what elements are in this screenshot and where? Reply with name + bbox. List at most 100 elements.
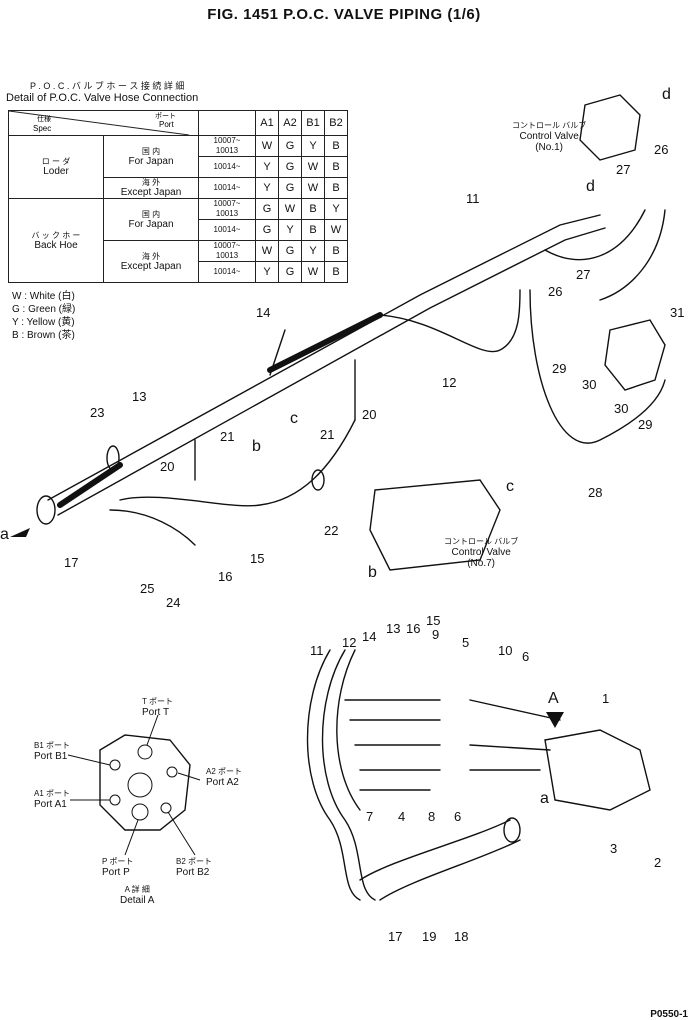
callout-2-lower: 2 xyxy=(654,855,662,870)
port-center xyxy=(127,772,153,798)
callout-19-lower: 19 xyxy=(422,929,437,944)
control-valve-block xyxy=(604,319,666,391)
hose-28 xyxy=(529,289,666,444)
callout-A-view: A xyxy=(548,690,559,707)
figure-title: FIG. 1451 P.O.C. VALVE PIPING (1/6) xyxy=(207,6,481,23)
callout-8-lower: 8 xyxy=(428,809,436,824)
callout-6b-lower: 6 xyxy=(454,809,462,824)
port-a1-en: Port A1 xyxy=(34,799,67,810)
callout-22: 22 xyxy=(324,523,339,538)
legend-item: W : White (白) xyxy=(12,291,75,302)
callout-18-lower: 18 xyxy=(454,929,469,944)
callout-14: 14 xyxy=(256,305,271,320)
callout-d2: d xyxy=(586,178,595,195)
label-port-b2: B2 ポート Port B2 xyxy=(176,856,212,878)
hose-14 xyxy=(269,329,286,376)
callout-27: 27 xyxy=(616,162,631,177)
callout-30: 30 xyxy=(582,377,597,392)
callout-26: 26 xyxy=(654,142,669,157)
callout-17: 17 xyxy=(64,555,79,570)
callout-c: c xyxy=(290,410,298,427)
bundle-1 xyxy=(306,649,361,901)
bundle-4 xyxy=(344,699,441,791)
cv1-no: (No.1) xyxy=(535,142,564,153)
poc-valve xyxy=(544,729,651,811)
port-a2 xyxy=(166,766,178,778)
port-jp: ポート xyxy=(155,112,176,120)
callout-d: d xyxy=(662,86,671,103)
cv1-jp: コントロール バルブ xyxy=(512,121,587,130)
callout-29b: 29 xyxy=(638,417,653,432)
callout-25: 25 xyxy=(140,581,155,596)
hose-detail-heading-en: Detail of P.O.C. Valve Hose Connection xyxy=(6,92,199,104)
port-p-jp: P ポート xyxy=(102,857,134,866)
sub-jp: 海 外 xyxy=(141,251,161,261)
callout-13: 13 xyxy=(132,389,147,404)
legend-item: B : Brown (茶) xyxy=(12,330,75,341)
callout-21: 21 xyxy=(320,427,335,442)
control-valve-1-label: コントロール バルブ Control Valve (No.1) xyxy=(512,120,586,153)
color-cell: B xyxy=(324,261,348,283)
hose-detail-heading: P . O . C . バ ル ブ ホ ー ス 接 続 詳 細 Detail o… xyxy=(6,80,198,104)
callout-7-lower: 7 xyxy=(366,809,374,824)
label-port-p: P ポート Port P xyxy=(102,856,133,878)
label-port-a1: A1 ポート Port A1 xyxy=(34,788,70,810)
callout-23: 23 xyxy=(90,405,105,420)
group-backhoe-en: Back Hoe xyxy=(34,239,78,251)
hose-31b xyxy=(544,209,646,261)
port-t xyxy=(137,744,153,760)
callout-12: 12 xyxy=(442,375,457,390)
clamp-23 xyxy=(106,445,120,471)
sub-en: For Japan xyxy=(128,218,174,230)
port-a1-jp: A1 ポート xyxy=(34,789,71,798)
callout-31: 31 xyxy=(670,305,685,320)
callout-a: a xyxy=(0,526,9,543)
label-port-a2: A2 ポート Port A2 xyxy=(206,766,242,788)
cv1-en: Control Valve xyxy=(519,131,579,142)
lower-pipe-b xyxy=(379,839,521,901)
callout-9-lower: 9 xyxy=(432,627,440,642)
control-valve-7 xyxy=(369,479,501,571)
sub-backhoe-except-japan: 海 外 Except Japan xyxy=(103,240,199,283)
port-a2-en: Port A2 xyxy=(206,777,239,788)
callout-16-lower: 16 xyxy=(406,621,421,636)
callout-20b: 20 xyxy=(160,459,175,474)
detail-a-caption-en: Detail A xyxy=(120,895,155,906)
callout-17-lower: 17 xyxy=(388,929,403,944)
callout-26b: 26 xyxy=(548,284,563,299)
callout-c2: c xyxy=(506,478,514,495)
port-a2-jp: A2 ポート xyxy=(206,767,243,776)
callout-3-lower: 3 xyxy=(610,841,618,856)
pipe-end xyxy=(36,495,56,525)
port-t-jp: T ポート xyxy=(142,697,173,706)
bundle-3 xyxy=(336,649,361,811)
detail-a-caption: A 詳 細 Detail A xyxy=(120,884,154,906)
color-cell: B xyxy=(324,135,348,157)
callout-20: 20 xyxy=(362,407,377,422)
sub-jp: 海 外 xyxy=(141,178,161,187)
group-loder-en: Loder xyxy=(43,166,69,177)
port-color-table: 仕様 Spec ポート Port A1 A2 B1 B2 ロ ー ダ Loder… xyxy=(8,110,348,283)
pipe-end-a xyxy=(503,817,521,843)
hose-31 xyxy=(599,209,666,301)
port-a1 xyxy=(109,794,121,806)
legend-item: G : Green (緑) xyxy=(12,304,76,315)
callout-12-lower: 12 xyxy=(342,635,357,650)
sub-jp: 国 内 xyxy=(141,209,161,219)
label-port-t: T ポート Port T xyxy=(142,696,173,718)
serial-cell: 10007~ 10013 xyxy=(198,135,256,157)
sub-en: Except Japan xyxy=(120,260,182,272)
cv7-en: Control Valve xyxy=(451,547,511,558)
control-valve-1 xyxy=(579,94,641,161)
callout-b: b xyxy=(252,438,261,455)
port-t-en: Port T xyxy=(142,707,170,718)
header-diagonal: 仕様 Spec ポート Port xyxy=(9,111,189,135)
sub-jp: 国 内 xyxy=(141,146,161,156)
callout-b2: b xyxy=(368,564,377,581)
color-cell: W xyxy=(301,261,325,283)
callout-4-lower: 4 xyxy=(398,809,406,824)
callout-21b: 21 xyxy=(220,429,235,444)
group-backhoe-jp: バ ッ ク ホ ー xyxy=(31,230,81,240)
group-loder: ロ ー ダ Loder xyxy=(8,135,104,199)
